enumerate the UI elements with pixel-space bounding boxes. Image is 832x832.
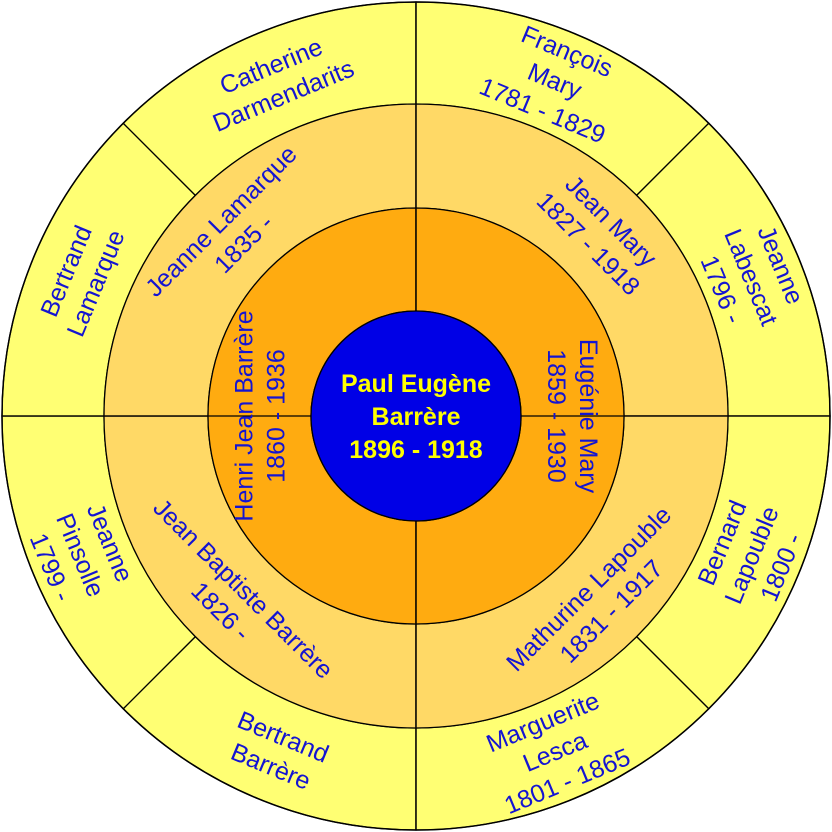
great-grandparent-label-ggf-lapouble: BernardLapouble1800 - [690, 490, 814, 620]
subject-label-line: 1896 - 1918 [349, 436, 483, 464]
grandparents-ring [103, 103, 729, 729]
subject-label-line: Barrère [372, 403, 461, 431]
parent-label-line: 1860 - 1936 [262, 349, 290, 482]
parent-label-mother: Eugénie Mary1859 - 1930 [542, 339, 602, 494]
great-grandparent-label-ggm-labescat: JeanneLabescat1796 - [689, 213, 813, 342]
parent-label-line: 1859 - 1930 [542, 349, 570, 482]
subject-label-line: Paul Eugène [341, 370, 491, 398]
parent-label-line: Eugénie Mary [574, 339, 602, 494]
parent-label-line: Henri Jean Barrère [230, 310, 258, 521]
